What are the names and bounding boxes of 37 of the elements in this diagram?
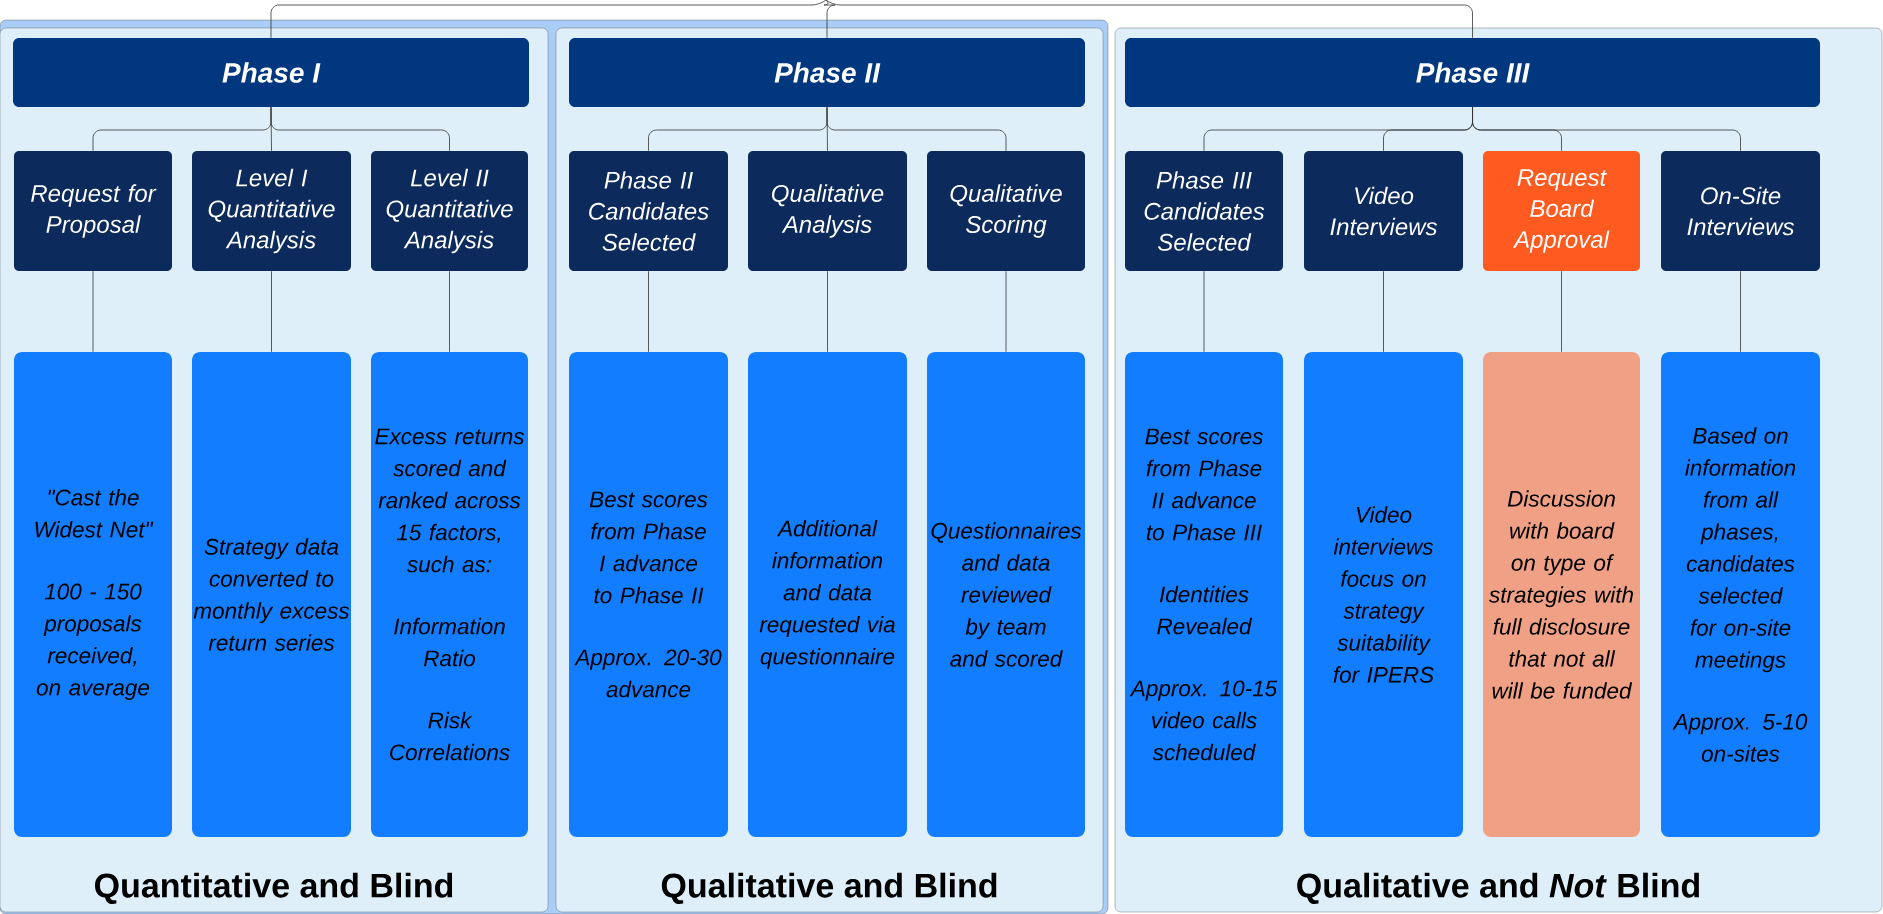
detail-box: "Cast the Widest Net" 100 - 150 proposals received, on average bbox=[14, 352, 172, 837]
phase-header: Phase I bbox=[13, 38, 529, 107]
detail-box: Strategy data converted to monthly excess return series bbox=[192, 352, 351, 837]
detail-box: Excess returns scored and ranked across 15 factors, such as: Information Ratio Risk Correlations bbox=[371, 352, 528, 837]
detail-box: Best scores from Phase I advance to Phase II Approx. 20-30 advance bbox=[569, 352, 728, 837]
connector-line bbox=[827, 270, 828, 353]
step-box: Qualitative Analysis bbox=[748, 151, 907, 271]
phase-header: Phase III bbox=[1125, 38, 1820, 107]
connector-line bbox=[1203, 270, 1205, 353]
detail-box: Video interviews focus on strategy suitability for IPERS bbox=[1304, 352, 1463, 837]
step-box: Qualitative Scoring bbox=[927, 151, 1085, 271]
connector-line bbox=[1005, 270, 1007, 353]
step-box: Request Board Approval bbox=[1483, 151, 1640, 271]
step-box: On-Site Interviews bbox=[1661, 151, 1820, 271]
detail-box: Based on information from all phases, candidates selected for on-site meetings Approx. 5-10 on-sites bbox=[1661, 352, 1820, 837]
detail-box: Best scores from Phase II advance to Phase III Identities Revealed Approx. 10-15 video calls scheduled bbox=[1125, 352, 1283, 837]
connector-line bbox=[1383, 270, 1384, 353]
connector-line bbox=[823, 0, 836, 39]
detail-box: Discussion with board on type of strategies with full disclosure that not all will be funded bbox=[1483, 352, 1640, 837]
connector-line bbox=[270, 0, 827, 39]
connector-line bbox=[271, 270, 272, 353]
connector-line bbox=[1740, 270, 1741, 353]
step-box: Video Interviews bbox=[1304, 151, 1463, 271]
connector-line bbox=[449, 270, 450, 353]
detail-box: Additional information and data requested via questionnaire bbox=[748, 352, 907, 837]
detail-box: Questionnaires and data reviewed by team and scored bbox=[927, 352, 1085, 837]
step-box: Request for Proposal bbox=[14, 151, 172, 271]
step-box: Phase III Candidates Selected bbox=[1125, 151, 1283, 271]
step-box: Level II Quantitative Analysis bbox=[371, 151, 528, 271]
connector-line bbox=[92, 270, 94, 353]
step-box: Phase II Candidates Selected bbox=[569, 151, 728, 271]
connector-line bbox=[826, 106, 1007, 152]
connector-line bbox=[648, 270, 649, 353]
connector-line bbox=[1561, 270, 1562, 353]
step-box: Level I Quantitative Analysis bbox=[192, 151, 351, 271]
connector-line bbox=[825, 0, 1473, 39]
phase-header: Phase II bbox=[569, 38, 1085, 107]
